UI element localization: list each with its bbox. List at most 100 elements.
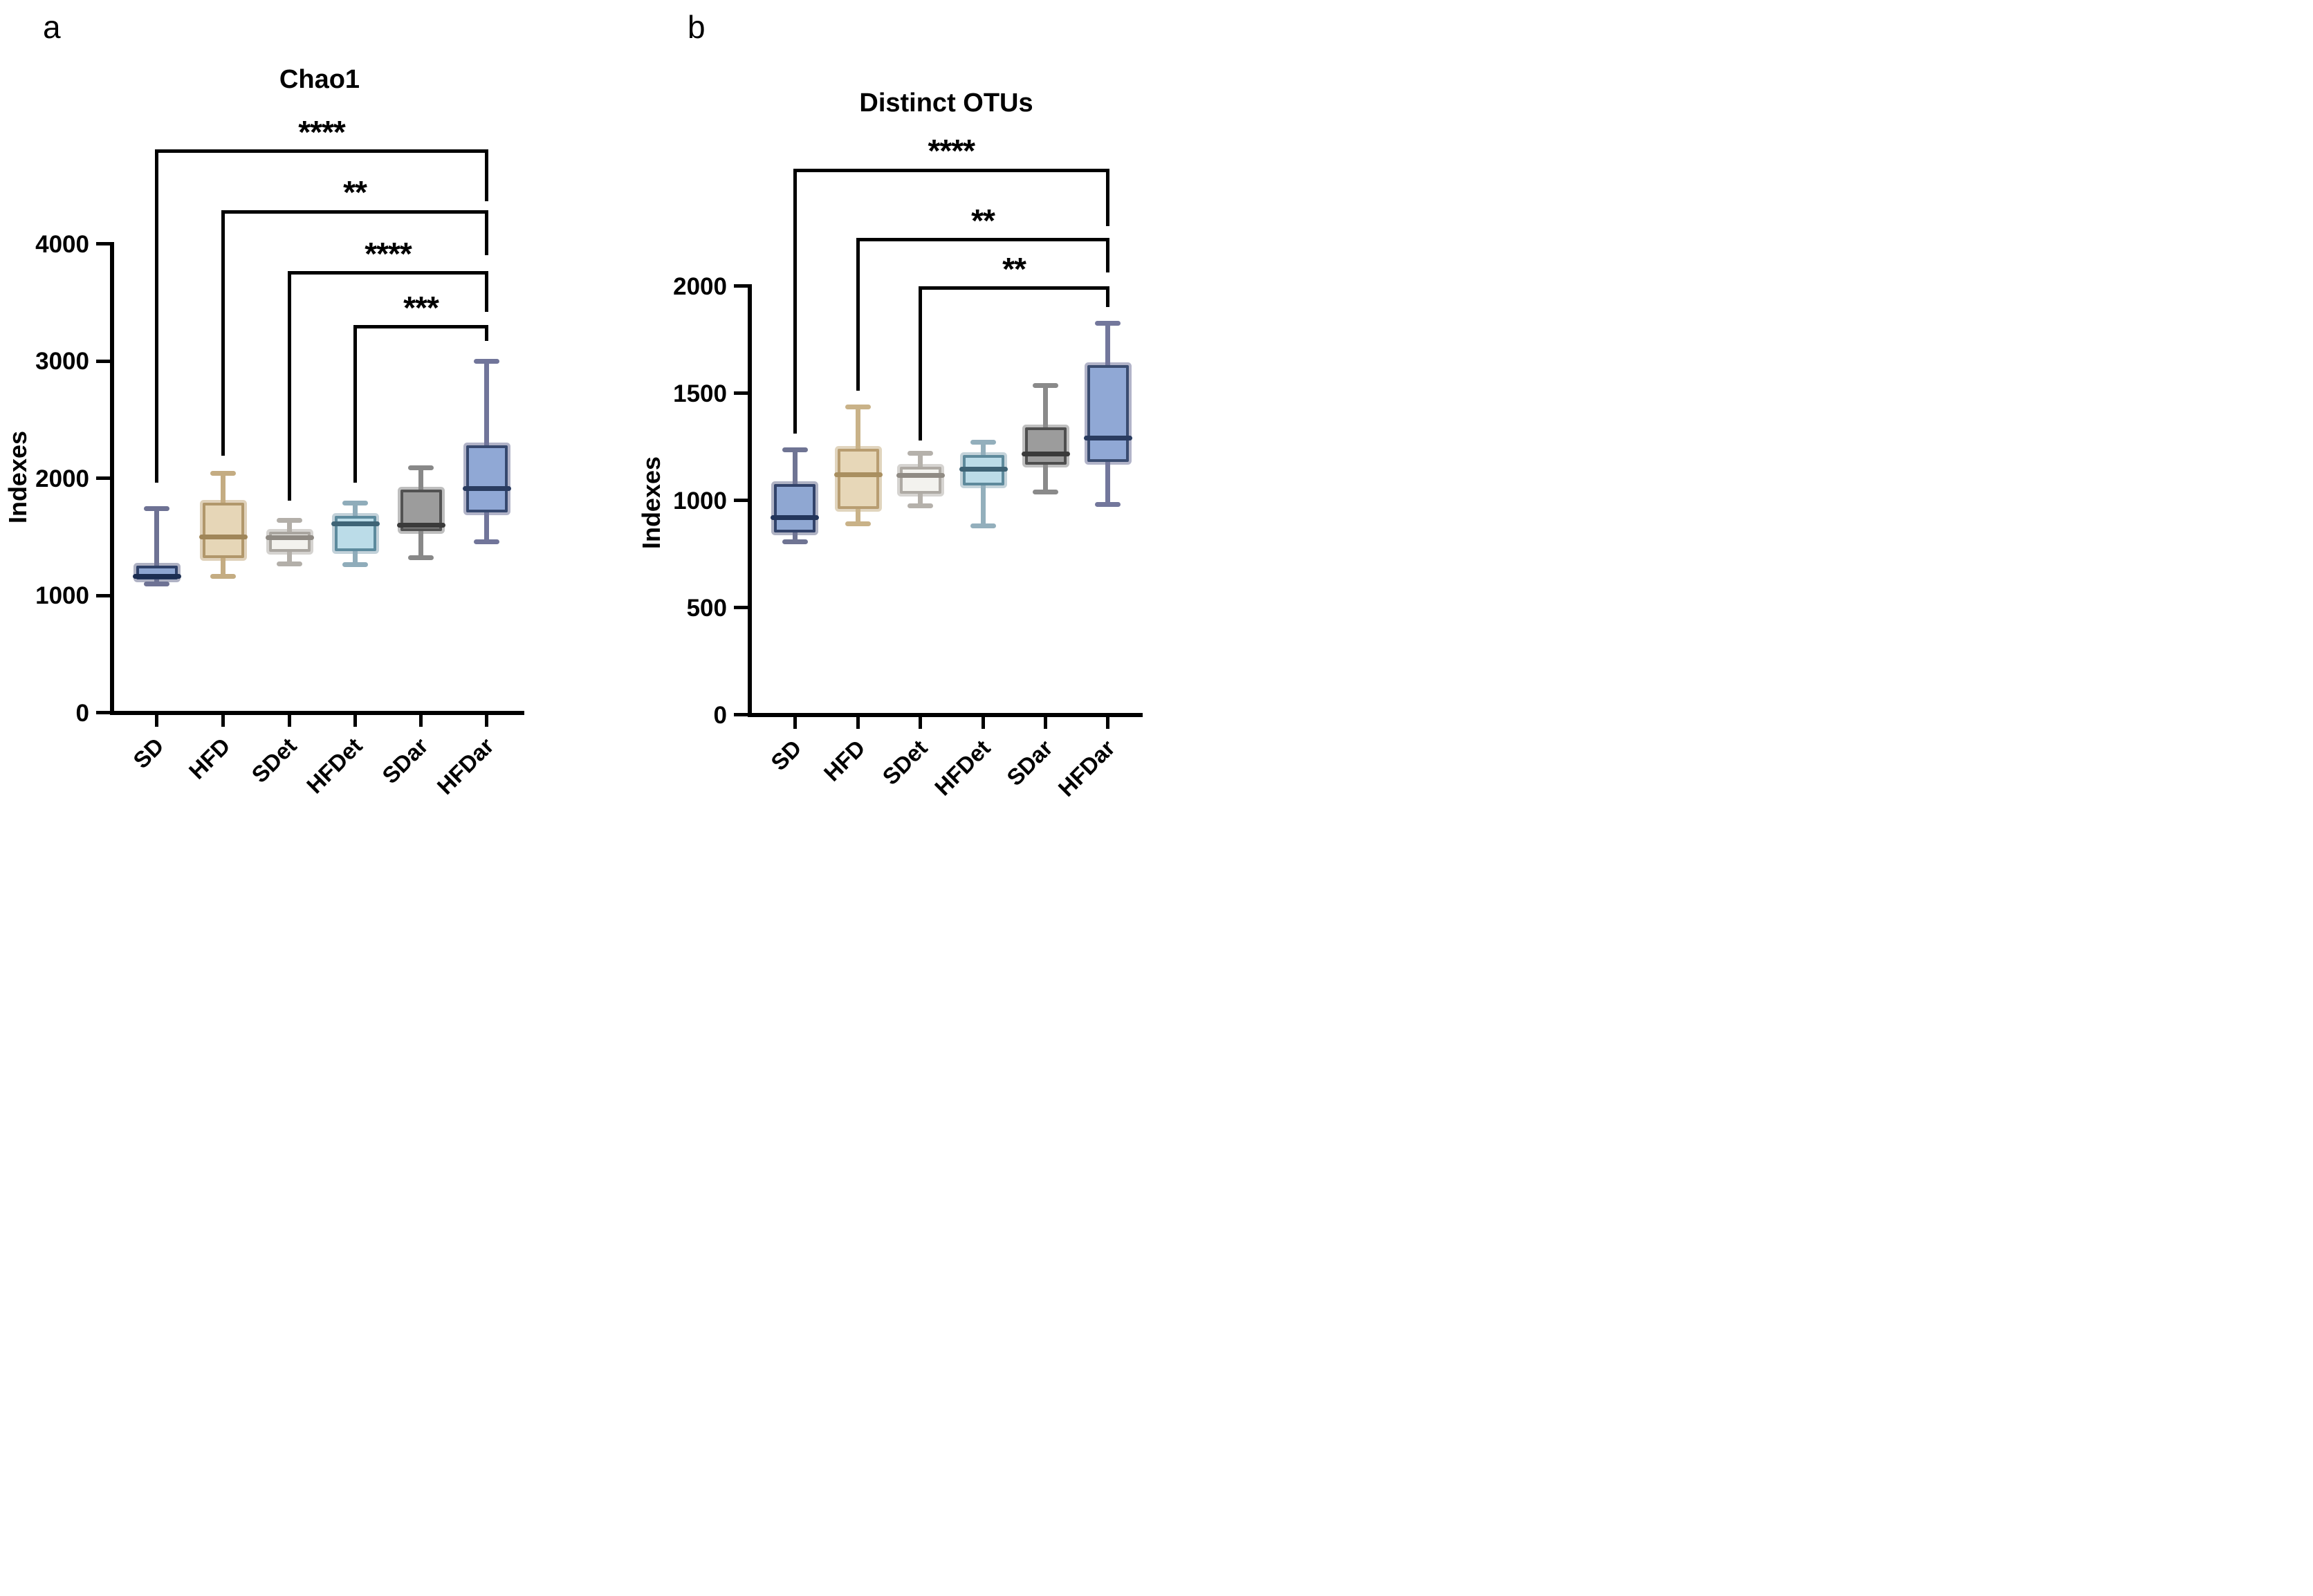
y-tick [96, 476, 110, 480]
sig-bracket-bar-3 [353, 325, 488, 328]
y-tick [96, 359, 110, 363]
chart-title-chao1: Chao1 [279, 65, 360, 94]
whisker-cap-max-sdet [907, 450, 933, 456]
chart-title-distinct-otus: Distinct OTUs [859, 89, 1033, 118]
sig-label-0: **** [928, 133, 975, 169]
sig-label-1: ** [343, 174, 367, 211]
median-hfdar [1083, 436, 1132, 441]
whisker-cap-min-hfdet [342, 562, 368, 568]
box-hfdar [466, 445, 508, 512]
whisker-cap-max-sdar [1033, 383, 1058, 389]
x-tick [793, 716, 797, 729]
sig-bracket-bar-2 [919, 286, 1109, 290]
box-sd [774, 484, 815, 532]
x-tick [919, 716, 922, 729]
y-tick [734, 606, 748, 609]
figure-two-panel-boxplots: a b Chao1 Distinct OTUs Indexes Indexes … [0, 0, 1156, 798]
y-tick [734, 499, 748, 502]
y-tick-label: 1500 [673, 380, 727, 407]
median-sd [132, 573, 181, 579]
x-tick [982, 716, 985, 729]
y-tick-label: 3000 [35, 348, 89, 375]
sig-bracket-bar-0 [793, 168, 1109, 172]
x-tick-label-sd: SD [766, 734, 807, 775]
y-tick [96, 711, 110, 714]
y-tick [96, 593, 110, 597]
whisker-cap-min-sdar [1033, 489, 1058, 494]
y-tick [734, 391, 748, 395]
y-axis [110, 242, 114, 715]
sig-bracket-right-leg-0 [1106, 168, 1109, 226]
sig-bracket-left-leg-1 [221, 210, 225, 456]
box-hfd [202, 503, 244, 558]
y-tick [734, 284, 748, 288]
whisker-cap-min-hfd [210, 574, 236, 579]
median-hfdar [462, 486, 511, 492]
x-tick [288, 714, 291, 727]
median-hfd [833, 472, 883, 477]
whisker-cap-min-hfdet [970, 523, 996, 529]
sig-label-2: ** [1002, 250, 1026, 287]
median-sd [771, 514, 819, 520]
sig-label-3: *** [403, 289, 439, 326]
whisker-cap-min-hfdar [1095, 502, 1121, 508]
x-axis [748, 712, 1143, 717]
median-sdet [896, 473, 945, 479]
y-tick-label: 4000 [35, 230, 89, 258]
whisker-cap-max-hfd [210, 471, 236, 476]
whisker-cap-max-hfdet [970, 440, 996, 445]
whisker-cap-max-hfdar [474, 358, 499, 364]
panel-letter-b: b [688, 9, 706, 45]
sig-bracket-right-leg-0 [485, 149, 488, 202]
x-tick [419, 714, 423, 727]
sig-label-0: **** [298, 113, 346, 150]
sig-bracket-right-leg-1 [485, 210, 488, 256]
y-tick-label: 1000 [35, 582, 89, 609]
box-sdet [899, 467, 941, 494]
sig-bracket-left-leg-2 [288, 271, 291, 501]
y-tick-label: 0 [713, 701, 727, 729]
sig-bracket-left-leg-0 [155, 149, 158, 483]
median-sdar [396, 522, 445, 528]
whisker-cap-min-hfdar [474, 539, 499, 544]
whisker-cap-max-hfdet [342, 500, 368, 505]
x-tick [1106, 716, 1109, 729]
sig-bracket-right-leg-1 [1106, 238, 1109, 272]
sig-bracket-left-leg-0 [793, 168, 797, 434]
y-tick [96, 242, 110, 245]
y-tick-label: 2000 [673, 272, 727, 300]
sig-bracket-left-leg-3 [353, 325, 357, 483]
x-tick [856, 716, 860, 729]
whisker-cap-max-hfdar [1095, 321, 1121, 326]
sig-bracket-bar-1 [856, 238, 1109, 242]
y-tick [734, 713, 748, 716]
sig-bracket-right-leg-2 [485, 271, 488, 312]
whisker-cap-min-sdet [907, 503, 933, 508]
sig-bracket-right-leg-3 [485, 325, 488, 342]
box-hfd [837, 449, 879, 509]
median-sdet [265, 535, 314, 541]
sig-label-1: ** [971, 202, 995, 239]
whisker-cap-max-hfd [845, 405, 871, 410]
sig-bracket-bar-1 [221, 210, 488, 214]
sig-bracket-left-leg-1 [856, 238, 860, 391]
sig-label-2: **** [365, 235, 412, 272]
median-hfdet [959, 467, 1008, 472]
x-tick [221, 714, 225, 727]
x-tick [1044, 716, 1047, 729]
whisker-cap-max-sdar [408, 465, 434, 470]
y-tick-label: 2000 [35, 465, 89, 492]
whisker-cap-min-sd [782, 539, 808, 545]
whisker-cap-min-sdet [277, 561, 302, 566]
median-hfdet [331, 521, 380, 527]
median-hfd [199, 534, 248, 539]
x-tick-label-sd: SD [127, 732, 169, 773]
whisker-cap-max-sdet [277, 518, 302, 523]
x-tick [155, 714, 158, 727]
y-tick-label: 500 [686, 594, 727, 622]
sig-bracket-left-leg-2 [919, 286, 922, 440]
x-tick [485, 714, 488, 727]
panel-letter-a: a [43, 9, 61, 45]
sig-bracket-bar-0 [155, 149, 488, 154]
sig-bracket-right-leg-2 [1106, 286, 1109, 308]
